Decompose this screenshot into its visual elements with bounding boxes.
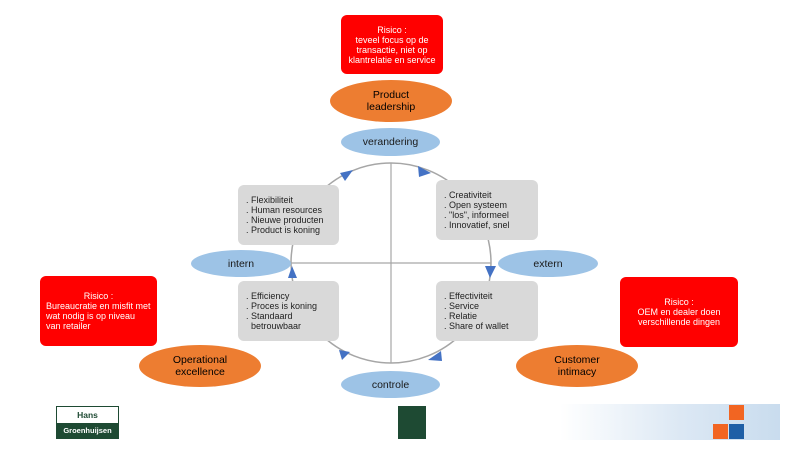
axis-label-extern: extern bbox=[498, 250, 598, 277]
axis-label-intern: intern bbox=[191, 250, 291, 277]
arrow-top-left-icon bbox=[340, 170, 353, 181]
arrow-bottom-right-icon bbox=[428, 351, 442, 361]
quadrant-item: . Standaard bbox=[246, 311, 293, 321]
quadrant-item: . Product is koning bbox=[246, 225, 321, 235]
quadrant-item: . Human resources bbox=[246, 205, 323, 215]
quadrant-item: . Service bbox=[444, 301, 480, 311]
strategy-customer-intimacy: Customer intimacy bbox=[516, 345, 638, 387]
quadrant-item: betrouwbaar bbox=[246, 321, 302, 331]
risk-right-title: Risico : bbox=[664, 297, 694, 307]
quadrant-item: . Relatie bbox=[444, 311, 478, 321]
risk-left-title: Risico : bbox=[83, 291, 114, 301]
arrow-left-icon bbox=[288, 266, 297, 278]
quadrant-item: . Creativiteit bbox=[444, 190, 492, 200]
orange-square-decoration bbox=[713, 424, 728, 439]
quadrant-item: . "los", informeel bbox=[444, 210, 509, 220]
arrow-top-right-icon bbox=[418, 166, 431, 177]
axis-right-label: extern bbox=[533, 257, 563, 270]
quadrant-item: . Open systeem bbox=[444, 200, 508, 210]
risk-box-top: Risico : teveel focus op de transactie, … bbox=[341, 15, 443, 74]
risk-top-title: Risico : bbox=[377, 24, 407, 35]
gradient-band-decoration bbox=[560, 404, 780, 440]
quadrant-item: . Efficiency bbox=[246, 291, 290, 301]
green-square-decoration bbox=[398, 406, 426, 439]
axis-bottom-label: controle bbox=[371, 378, 410, 391]
axis-label-controle: controle bbox=[341, 371, 440, 398]
quadrant-bottom-left: . Efficiency . Proces is koning . Standa… bbox=[238, 281, 339, 341]
quadrant-bottom-right: . Effectiviteit . Service . Relatie . Sh… bbox=[436, 281, 538, 341]
risk-box-left: Risico : Bureaucratie en misfit met wat … bbox=[40, 276, 157, 346]
quadrant-top-left: . Flexibiliteit . Human resources . Nieu… bbox=[238, 185, 339, 245]
quadrant-item: . Effectiviteit bbox=[444, 291, 493, 301]
logo-line-1: Hans bbox=[77, 410, 98, 420]
risk-top-text: teveel focus op de transactie, niet op k… bbox=[348, 34, 436, 65]
axis-top-label: verandering bbox=[362, 136, 419, 148]
quadrant-item: . Innovatief, snel bbox=[444, 220, 510, 230]
arrow-right-icon bbox=[485, 266, 496, 278]
blue-square-decoration bbox=[729, 424, 744, 439]
quadrant-top-right: . Creativiteit . Open systeem . "los", i… bbox=[436, 180, 538, 240]
quadrant-item: . Nieuwe producten bbox=[246, 215, 324, 225]
quadrant-item: . Flexibiliteit bbox=[246, 195, 294, 205]
strategy-product-leadership-label: Product leadership bbox=[366, 89, 416, 113]
quadrant-item: . Share of wallet bbox=[444, 321, 509, 331]
risk-right-text: OEM en dealer doen verschillende dingen bbox=[637, 307, 721, 327]
logo-line-2: Groenhuijsen bbox=[57, 423, 118, 438]
hans-groenhuijsen-logo: Hans Groenhuijsen bbox=[56, 406, 119, 439]
quadrant-item: . Proces is koning bbox=[246, 301, 318, 311]
strategy-operational-excellence-label: Operational excellence bbox=[172, 354, 228, 378]
arrow-bottom-left-icon bbox=[339, 350, 350, 360]
risk-box-right: Risico : OEM en dealer doen verschillend… bbox=[620, 277, 738, 347]
orange-square-decoration bbox=[729, 405, 744, 420]
strategy-product-leadership: Product leadership bbox=[330, 80, 452, 122]
strategy-customer-intimacy-label: Customer intimacy bbox=[554, 354, 600, 378]
risk-left-text: Bureaucratie en misfit met wat nodig is … bbox=[46, 301, 151, 331]
axis-left-label: intern bbox=[227, 257, 255, 270]
strategy-operational-excellence: Operational excellence bbox=[139, 345, 261, 387]
axis-label-verandering: verandering bbox=[341, 128, 440, 156]
